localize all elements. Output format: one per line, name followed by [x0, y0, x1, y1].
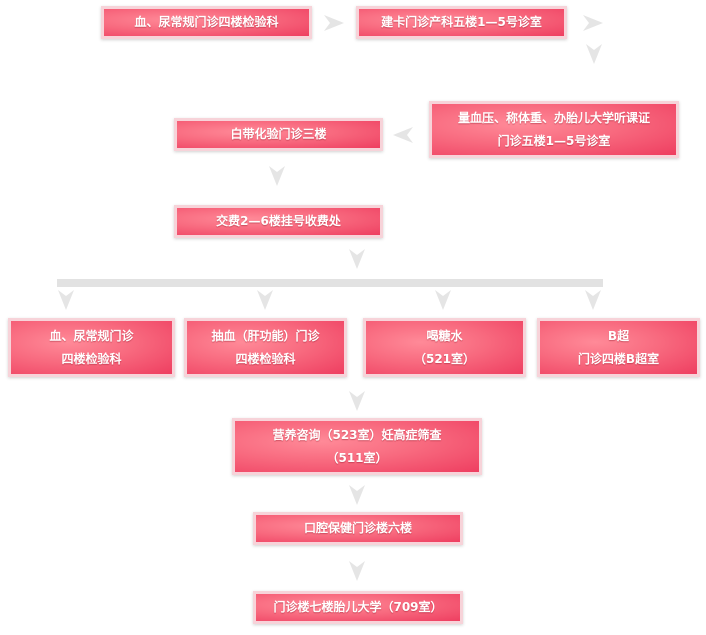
arrow-down-icon	[435, 290, 451, 310]
step-line: 门诊楼七楼胎儿大学（709室）	[273, 600, 443, 614]
step-register-card: 建卡门诊产科五楼1—5号诊室	[356, 6, 567, 39]
arrow-down-icon	[349, 249, 365, 269]
step-line: 门诊五楼1—5号诊室	[497, 133, 611, 148]
step-line: 口腔保健门诊楼六楼	[303, 521, 412, 535]
step-measure-weigh: 量血压、称体重、办胎儿大学听课证 门诊五楼1—5号诊室	[429, 101, 679, 158]
step-line: 门诊四楼B超室	[577, 351, 660, 366]
arrow-down-icon	[586, 44, 602, 64]
branch-blood-draw: 抽血（肝功能）门诊 四楼检验科	[184, 318, 347, 377]
step-line: 喝糖水	[426, 328, 463, 343]
arrow-left-icon	[393, 127, 413, 143]
step-line: 四楼检验科	[61, 351, 122, 366]
step-payment: 交费2—6楼挂号收费处	[174, 205, 383, 238]
arrow-down-icon	[58, 290, 74, 310]
branch-connector	[57, 279, 603, 287]
step-line: 建卡门诊产科五楼1—5号诊室	[381, 15, 542, 29]
step-nutrition: 营养咨询（523室）妊高症筛查 （511室）	[232, 418, 482, 475]
branch-blood-urine: 血、尿常规门诊 四楼检验科	[8, 318, 175, 377]
arrow-down-icon	[585, 290, 601, 310]
arrow-down-icon	[269, 166, 285, 186]
step-line: 抽血（肝功能）门诊	[211, 328, 320, 343]
arrow-right-icon	[583, 15, 603, 31]
step-line: 血、尿常规门诊四楼检验科	[134, 15, 279, 29]
step-line: 量血压、称体重、办胎儿大学听课证	[457, 110, 650, 125]
step-line: 四楼检验科	[235, 351, 296, 366]
step-line: 交费2—6楼挂号收费处	[216, 214, 341, 228]
step-dental: 口腔保健门诊楼六楼	[253, 512, 463, 545]
step-line: B超	[607, 328, 630, 343]
step-leucorrhea-test: 白带化验门诊三楼	[174, 118, 383, 151]
arrow-down-icon	[349, 391, 365, 411]
step-line: （521室）	[413, 351, 476, 366]
branch-glucose-drink: 喝糖水 （521室）	[363, 318, 526, 377]
step-fetus-university: 门诊楼七楼胎儿大学（709室）	[253, 591, 463, 624]
arrow-down-icon	[257, 290, 273, 310]
arrow-right-icon	[324, 15, 344, 31]
branch-ultrasound: B超 门诊四楼B超室	[537, 318, 700, 377]
arrow-down-icon	[349, 561, 365, 581]
step-line: 白带化验门诊三楼	[230, 127, 327, 141]
arrow-down-icon	[349, 485, 365, 505]
step-line: 血、尿常规门诊	[49, 328, 134, 343]
step-line: （511室）	[326, 450, 388, 465]
step-blood-urine-test: 血、尿常规门诊四楼检验科	[101, 6, 312, 39]
step-line: 营养咨询（523室）妊高症筛查	[272, 427, 442, 442]
